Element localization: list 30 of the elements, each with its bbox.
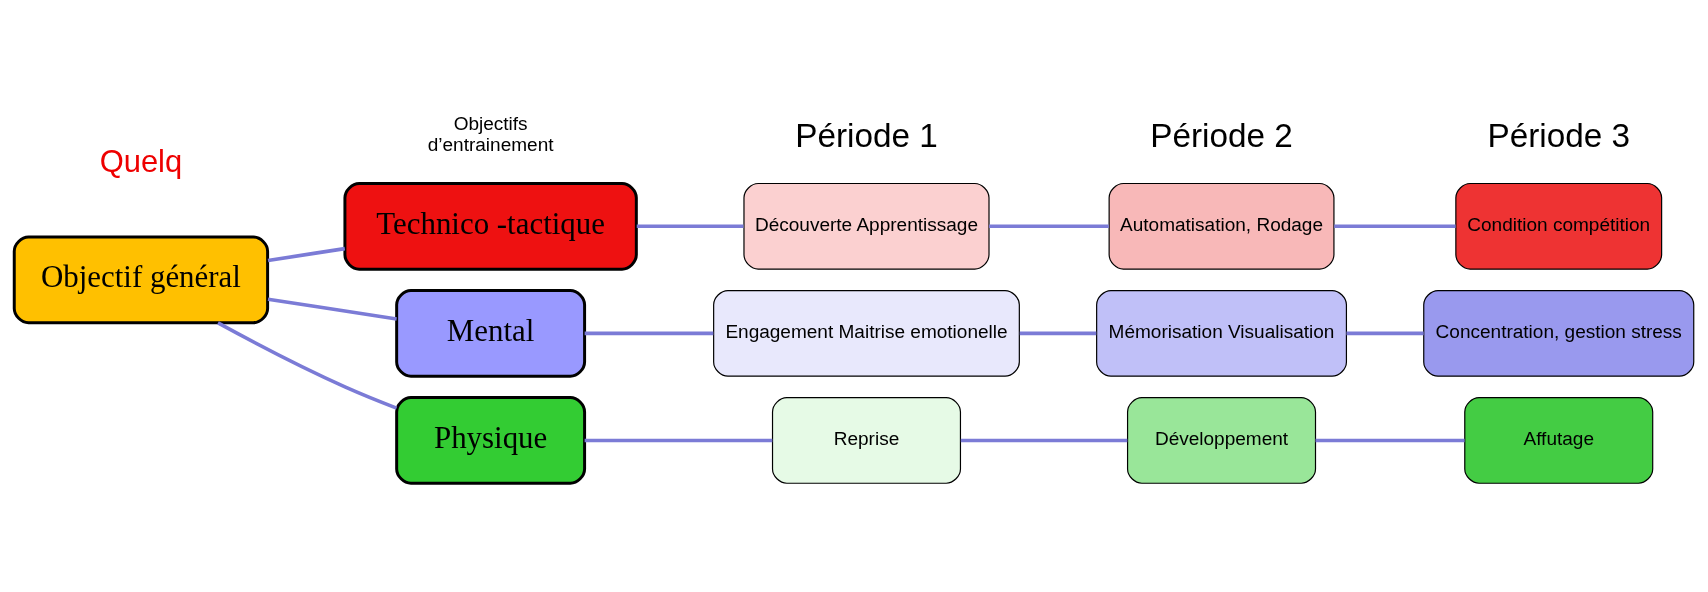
node-box: Technico -tactique — [343, 181, 638, 271]
node-box: Développement — [1126, 396, 1317, 484]
connector — [1346, 331, 1424, 335]
connector — [636, 224, 744, 228]
connector — [584, 331, 714, 335]
connector — [584, 438, 773, 442]
node-box: Reprise — [771, 396, 962, 484]
connector — [267, 297, 397, 321]
node-box: Physique — [395, 395, 587, 485]
connector — [989, 224, 1109, 228]
connector — [1315, 438, 1465, 442]
connector — [217, 320, 398, 410]
label: Objectifs d’entrainement — [427, 112, 554, 155]
node-box: Engagement Maitrise emotionelle — [713, 289, 1020, 377]
node-box: Concentration, gestion stress — [1423, 289, 1695, 377]
node-box: Mémorisation Visualisation — [1096, 289, 1348, 377]
label: Période 2 — [1150, 116, 1293, 154]
connector — [1019, 331, 1097, 335]
node-box: Objectif général — [12, 235, 270, 324]
node-box: Condition compétition — [1455, 182, 1663, 270]
label: Période 1 — [795, 116, 938, 154]
label: Période 3 — [1487, 116, 1631, 154]
connector — [267, 246, 346, 262]
label: Quelq — [99, 143, 183, 179]
connector — [1334, 224, 1456, 228]
node-box: Découverte Apprentissage — [743, 182, 990, 270]
node-box: Affutage — [1464, 396, 1654, 484]
connector — [960, 438, 1128, 442]
node-box: Automatisation, Rodage — [1108, 182, 1335, 270]
node-box: Mental — [395, 288, 587, 378]
